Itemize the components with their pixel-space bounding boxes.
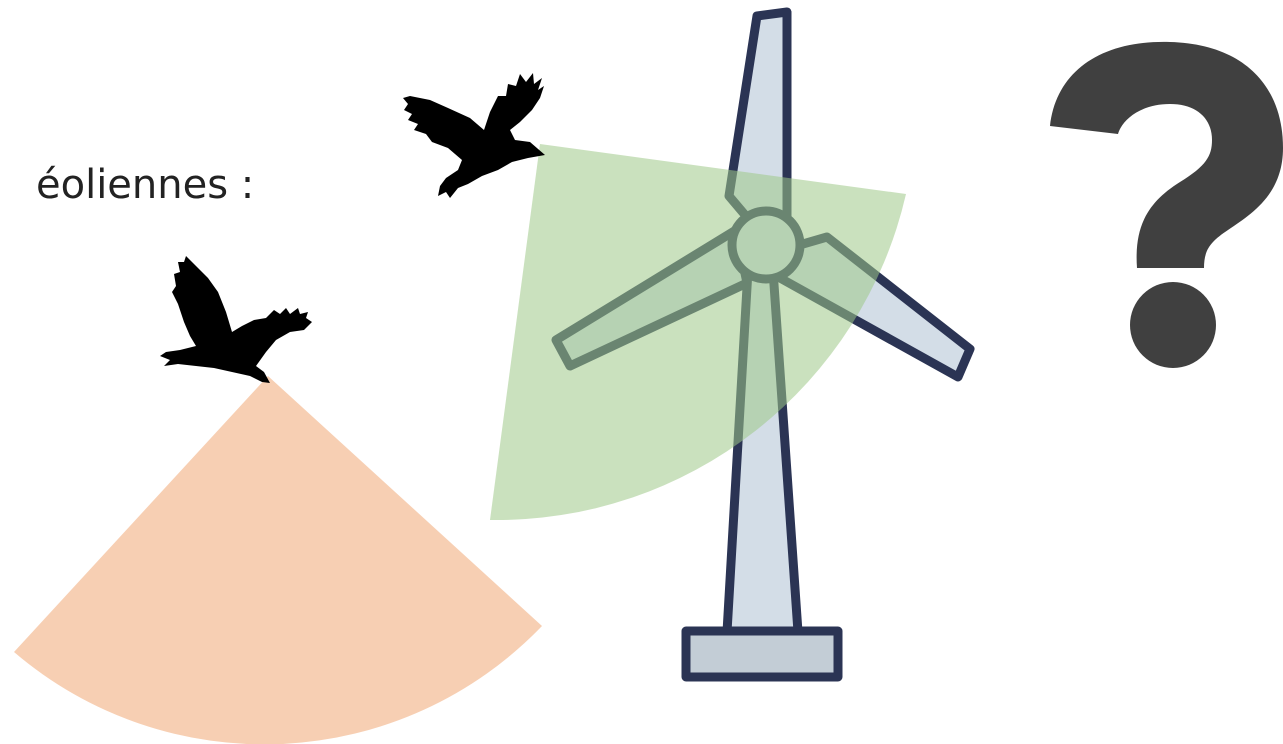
question-mark-hook	[1050, 42, 1283, 268]
bird-icon	[160, 256, 312, 383]
bird-upper-body	[403, 73, 545, 198]
green-vision-sector	[490, 144, 906, 520]
bird-icon	[403, 73, 545, 198]
question-mark-dot	[1130, 282, 1216, 368]
bird-lower-body	[160, 256, 312, 383]
orange-vision-sector	[14, 376, 542, 744]
turbine-base	[686, 631, 838, 677]
question-mark-icon	[1050, 42, 1283, 368]
